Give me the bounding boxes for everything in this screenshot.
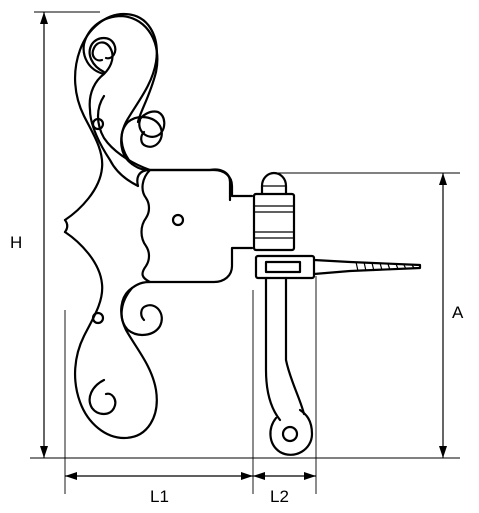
upper-curl (88, 36, 117, 74)
leaf-center-body (140, 168, 254, 284)
pin-height-arrow-bottom (439, 446, 447, 458)
length1-label: L1 (150, 487, 169, 506)
length2-arrow-right (304, 472, 316, 480)
screw-tang (312, 258, 422, 276)
sleeve-slot (264, 260, 302, 274)
length2-arrow-left (253, 472, 265, 480)
hinge-leaf (63, 12, 254, 440)
strap-eye-outline (269, 408, 314, 456)
lower-scroll (63, 230, 158, 440)
dimension-labels: H A L1 L2 (10, 233, 464, 506)
pin-height-label: A (452, 303, 464, 322)
leaf-left-contour (63, 218, 69, 234)
screw-threads (355, 261, 415, 272)
length2-label: L2 (270, 487, 289, 506)
height-arrow-top (40, 12, 48, 24)
dimension-lines (30, 11, 460, 494)
hinge-knuckle (252, 171, 422, 456)
lower-spiral (120, 286, 163, 336)
lower-curl (88, 378, 117, 416)
screw-hole-top (91, 117, 105, 131)
leaf-outline (82, 14, 232, 202)
screw-hole-bottom (91, 311, 105, 325)
pin-cap (260, 171, 288, 196)
height-arrow-bottom (40, 446, 48, 458)
pin-height-arrow-top (439, 173, 447, 185)
upper-spiral (120, 116, 163, 166)
length1-arrow-right (241, 472, 253, 480)
upper-barrel (252, 192, 296, 252)
hanging-strap (264, 276, 306, 422)
height-label: H (10, 233, 22, 252)
screw-hole-center (171, 213, 185, 227)
lower-sleeve (254, 254, 316, 280)
upper-scroll (63, 12, 158, 222)
length1-arrow-left (65, 472, 77, 480)
strap-eye-hole (281, 425, 299, 443)
